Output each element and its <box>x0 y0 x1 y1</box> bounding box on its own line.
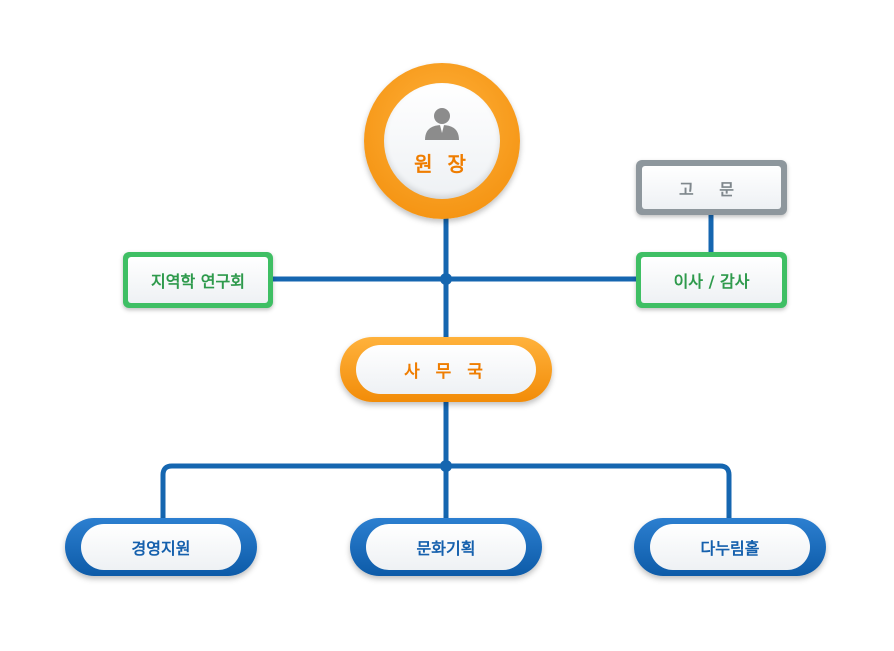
director-label: 원 장 <box>414 151 470 176</box>
research-society-label: 지역학 연구회 <box>128 257 268 303</box>
secretariat-label: 사 무 국 <box>356 345 536 394</box>
board-auditor-label: 이사 / 감사 <box>641 257 782 303</box>
advisor-node[interactable]: 고 문 <box>636 160 787 215</box>
director-inner: 원 장 <box>384 83 500 199</box>
secretariat-node[interactable]: 사 무 국 <box>340 337 552 402</box>
junction-dot-top <box>440 273 452 285</box>
team-node-management[interactable]: 경영지원 <box>65 518 257 576</box>
team-label-management: 경영지원 <box>81 524 241 570</box>
team-node-culture-planning[interactable]: 문화기획 <box>350 518 542 576</box>
junction-dot-bottom <box>440 460 452 472</box>
research-society-node[interactable]: 지역학 연구회 <box>123 252 273 308</box>
team-node-danurim-hall[interactable]: 다누림홀 <box>634 518 826 576</box>
person-icon <box>425 107 459 140</box>
director-node[interactable]: 원 장 <box>364 63 520 219</box>
team-label-culture-planning: 문화기획 <box>366 524 526 570</box>
advisor-label: 고 문 <box>642 166 781 209</box>
board-auditor-node[interactable]: 이사 / 감사 <box>636 252 787 308</box>
team-label-danurim-hall: 다누림홀 <box>650 524 810 570</box>
